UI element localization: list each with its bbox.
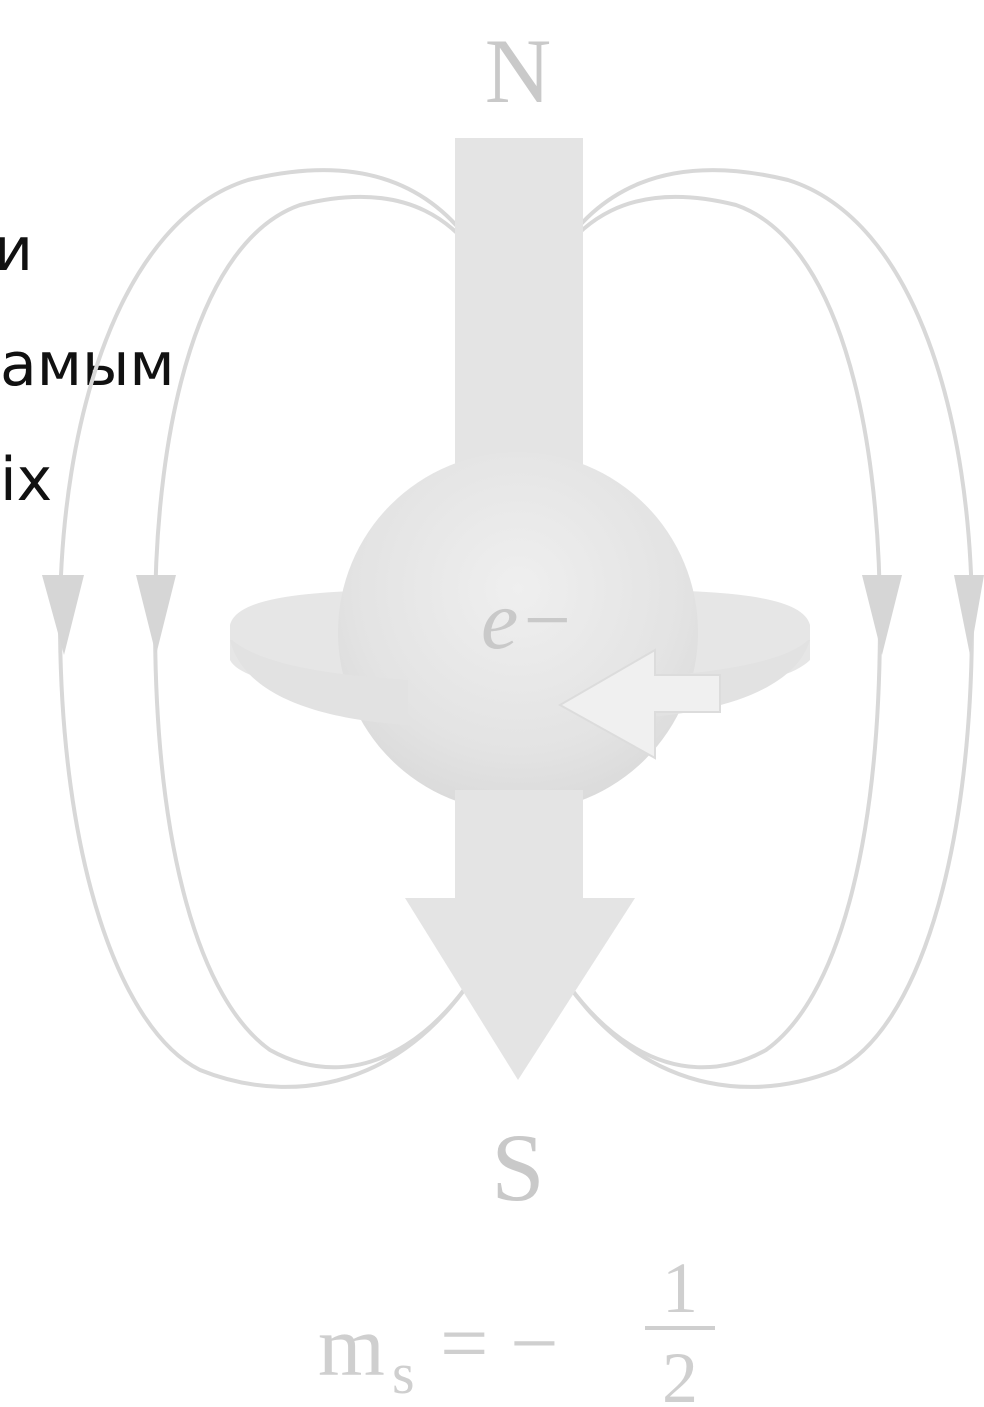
spin-quantum-number-equation: m s = − 1 2 bbox=[318, 1248, 715, 1407]
magnetic-moment-arrowhead bbox=[405, 898, 635, 1080]
north-pole-label: N bbox=[485, 20, 551, 122]
electron-label: e− bbox=[481, 574, 575, 667]
arrowhead-right-outer bbox=[954, 575, 984, 655]
text-line-2: амым bbox=[0, 330, 175, 400]
arrowhead-left-outer bbox=[42, 575, 84, 655]
south-pole-label: S bbox=[491, 1114, 544, 1221]
eq-subscript-s: s bbox=[392, 1341, 415, 1406]
magnetic-moment-shaft-top bbox=[455, 138, 583, 478]
eq-m: m bbox=[318, 1298, 385, 1394]
text-line-3: ix bbox=[0, 445, 53, 515]
eq-numerator: 1 bbox=[662, 1248, 698, 1328]
magnetic-moment-shaft-bottom bbox=[455, 790, 583, 900]
spin-direction-arrow bbox=[557, 648, 721, 760]
arrowhead-right-inner bbox=[862, 575, 902, 655]
field-arrowheads bbox=[42, 575, 984, 655]
eq-fraction-bar bbox=[645, 1326, 715, 1330]
eq-equals-minus: = − bbox=[440, 1295, 559, 1391]
eq-denominator: 2 bbox=[662, 1338, 698, 1407]
arrowhead-left-inner bbox=[136, 575, 176, 655]
text-line-1: и bbox=[0, 215, 33, 285]
spin-ring-front bbox=[230, 640, 810, 760]
